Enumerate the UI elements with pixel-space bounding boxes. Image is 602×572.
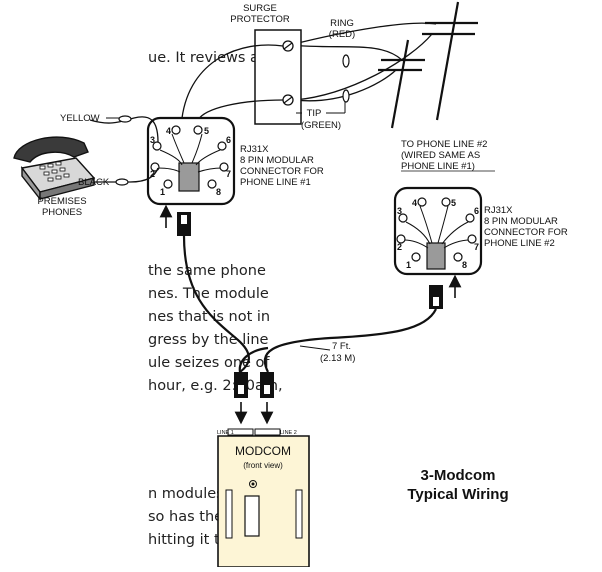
pin-number: 4 — [412, 198, 417, 208]
modcom-subtitle: (front view) — [243, 461, 283, 470]
surge-to-jack-wires — [181, 44, 284, 121]
diagram-caption: 3-Modcom — [421, 467, 496, 484]
connector-1-label: PHONE LINE #1 — [240, 177, 311, 188]
pin-number: 3 — [150, 135, 155, 145]
surge-protector — [254, 29, 302, 125]
premises-phones-label: PHONES — [42, 207, 82, 218]
yellow-label: YELLOW — [60, 113, 100, 124]
wire-loops — [342, 54, 350, 103]
pin-numbers-2: 4 5 3 6 2 7 1 8 — [397, 198, 479, 270]
body-text-line: nes that is not in — [148, 309, 270, 325]
line-2-label: LINE 2 — [280, 430, 297, 436]
cable-length-label: (2.13 M) — [320, 353, 355, 364]
pin-number: 5 — [451, 198, 456, 208]
connector-2-label: 8 PIN MODULAR — [484, 216, 558, 227]
body-text-line: hour, e.g. 2:00am, — [148, 378, 283, 394]
line-1-label: LINE 1 — [217, 430, 234, 436]
tip-label: (GREEN) — [301, 120, 341, 131]
pin-number: 1 — [160, 187, 165, 197]
pin-number: 4 — [166, 126, 171, 136]
pin-number: 5 — [204, 126, 209, 136]
pin-number: 1 — [406, 260, 411, 270]
to-line-2-label: PHONE LINE #1) — [401, 161, 475, 172]
surge-protector-label: SURGE — [243, 3, 277, 14]
plug-connector-2 — [429, 285, 443, 309]
modcom-title: MODCOM — [235, 444, 291, 458]
diagram-caption: Typical Wiring — [407, 486, 508, 503]
rj31x-connector-2 — [393, 186, 483, 276]
cable-length-leader — [299, 345, 331, 351]
wire-loop — [115, 178, 129, 186]
premises-phones-label: PREMISES — [37, 196, 86, 207]
black-label: BLACK — [78, 177, 110, 188]
cables — [182, 235, 437, 373]
plug-line-1 — [234, 372, 248, 398]
modcom-unit — [217, 428, 310, 568]
body-text-line: ue. It reviews all — [148, 50, 267, 66]
plug-line-2 — [260, 372, 274, 398]
tip-label: TIP — [307, 108, 322, 119]
pin-number: 2 — [150, 169, 155, 179]
connector-1-label: RJ31X — [240, 144, 269, 155]
pin-number: 7 — [226, 169, 231, 179]
pin-number: 6 — [474, 206, 479, 216]
cable-length-label: 7 Ft. — [332, 341, 351, 352]
telephone-icon — [13, 136, 96, 202]
pin-number: 6 — [226, 135, 231, 145]
connector-1-label: 8 PIN MODULAR — [240, 155, 314, 166]
surge-protector-label: PROTECTOR — [230, 14, 290, 25]
wire-loop — [118, 115, 132, 123]
outside-wires — [289, 22, 437, 102]
plug-connector-1 — [177, 212, 191, 236]
ring-label: (RED) — [329, 29, 355, 40]
pin-number: 2 — [397, 242, 402, 252]
telephone-pole-left — [378, 39, 425, 129]
to-line-2-label: TO PHONE LINE #2 — [401, 139, 487, 150]
pin-numbers-1: 4 5 3 6 2 7 1 8 — [150, 126, 231, 197]
body-text-line: gress by the line — [148, 332, 269, 348]
to-line-2-label: (WIRED SAME AS — [401, 150, 480, 161]
pin-number: 7 — [474, 242, 479, 252]
pin-number: 3 — [397, 206, 402, 216]
phone-wires — [89, 116, 159, 183]
body-text-line: ule seizes one of — [148, 355, 270, 371]
pin-number: 8 — [216, 187, 221, 197]
pin-number: 8 — [462, 260, 467, 270]
body-text-line: nes. The module — [148, 286, 269, 302]
connector-1-label: CONNECTOR FOR — [240, 166, 324, 177]
connector-2-label: CONNECTOR FOR — [484, 227, 568, 238]
ring-label: RING — [330, 18, 354, 29]
connector-2-label: RJ31X — [484, 205, 513, 216]
telephone-pole-right — [422, 1, 478, 121]
body-text-line: the same phone — [148, 263, 266, 279]
rj31x-connector-1 — [146, 116, 236, 206]
connector-2-label: PHONE LINE #2 — [484, 238, 555, 249]
